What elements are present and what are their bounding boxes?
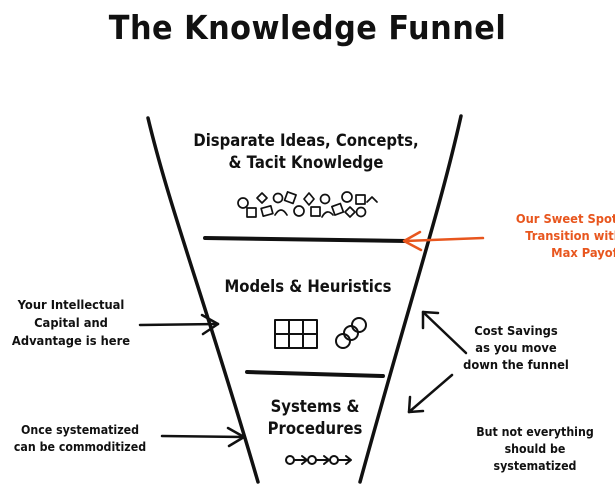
stage-models-label: Models & Heuristics [224, 277, 392, 296]
cost-savings-arrow-lower [407, 373, 454, 414]
cost-savings-arrow-upper [421, 310, 468, 355]
sweet-spot-annotation: Our Sweet Spot: Transition with Max Payo… [515, 211, 615, 260]
stage-ideas-label: Disparate Ideas, Concepts, & Tacit Knowl… [193, 131, 419, 172]
funnel-right-wall [358, 114, 463, 484]
stage-systems-label: Systems & Procedures [267, 397, 363, 438]
intellectual-capital-annotation: Your Intellectual Capital and Advantage … [11, 297, 131, 348]
funnel-left-wall [146, 116, 260, 484]
divider-top [203, 236, 409, 243]
grid-and-circles-icon [274, 317, 367, 349]
not-everything-annotation: But not everything should be systematize… [476, 425, 594, 473]
sweet-spot-arrow [402, 230, 485, 252]
process-chain-icon [285, 455, 352, 465]
scattered-shapes-icon [237, 191, 378, 218]
intellectual-capital-arrow [138, 313, 220, 336]
diagram-title: The Knowledge Funnel [108, 8, 507, 47]
once-systematized-arrow [160, 426, 246, 448]
divider-bottom [245, 370, 385, 378]
once-systematized-annotation: Once systematized can be commoditized [13, 423, 147, 454]
cost-savings-annotation: Cost Savings as you move down the funnel [463, 323, 569, 372]
